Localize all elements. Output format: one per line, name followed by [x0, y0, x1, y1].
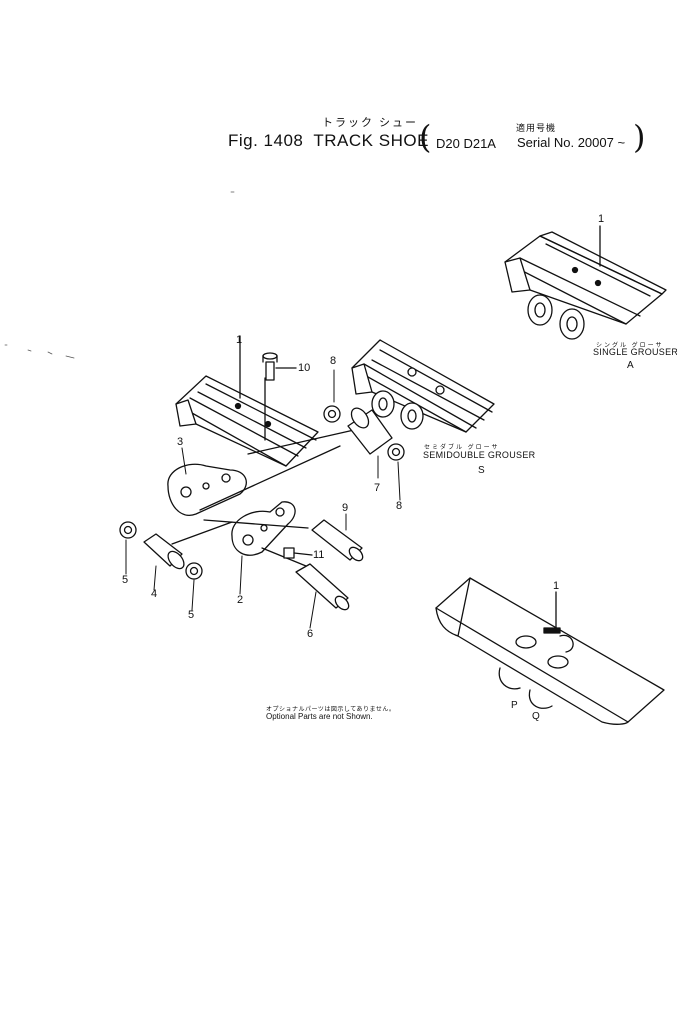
flat-shoe-code-q: Q — [532, 711, 540, 722]
callout-leaders — [125, 369, 401, 629]
note-japanese: オプショナルパーツは図示してありません。 — [266, 707, 396, 713]
callout-1-single: 1 — [598, 213, 605, 225]
callout-3: 3 — [177, 436, 184, 448]
figure-title: Fig. 1408 TRACK SHOE — [228, 131, 439, 151]
seal-8-lower — [387, 443, 405, 461]
serial-japanese: 適用号機 — [516, 123, 557, 133]
bolt-part — [262, 352, 297, 381]
semidouble-grouser-shoe — [351, 339, 495, 433]
callout-5-right: 5 — [188, 609, 195, 621]
track-shoe-plate — [175, 335, 319, 467]
flat-shoe — [435, 577, 665, 725]
note-english: Optional Parts are not Shown. — [266, 712, 373, 721]
single-grouser-label: SINGLE GROUSER — [593, 347, 677, 357]
flat-shoe-code-p: P — [511, 700, 518, 711]
callout-8-upper: 8 — [330, 355, 337, 367]
callout-10: 10 — [298, 362, 311, 374]
bushing-4 — [143, 533, 185, 570]
callout-1-flat: 1 — [553, 580, 560, 592]
pin-9 — [311, 519, 364, 562]
nut-11 — [283, 547, 313, 559]
single-grouser-code: A — [627, 360, 634, 371]
title-japanese: トラック シュー — [322, 117, 419, 129]
model-list: D20 D21A — [436, 136, 496, 151]
single-grouser-jp: シングル グローサ — [596, 343, 664, 349]
seal-8-upper — [323, 405, 341, 423]
close-paren: ) — [633, 118, 646, 156]
assembly-lines — [171, 429, 355, 567]
callout-8-lower: 8 — [396, 500, 403, 512]
link-right — [167, 463, 247, 516]
open-paren: ( — [419, 118, 432, 156]
seal-5-right — [185, 562, 203, 580]
callout-2: 2 — [237, 594, 244, 606]
callout-6: 6 — [307, 628, 314, 640]
semidouble-grouser-label: SEMIDOUBLE GROUSER — [423, 450, 536, 460]
semidouble-grouser-code: S — [478, 465, 485, 476]
callout-11: 11 — [313, 549, 325, 561]
callout-7: 7 — [374, 482, 381, 494]
seal-5-left — [119, 521, 137, 539]
scan-marks — [4, 191, 235, 359]
bushing-7 — [347, 407, 393, 455]
serial-range: Serial No. 20007 ~ — [517, 135, 626, 150]
callout-9: 9 — [342, 502, 349, 514]
single-grouser-shoe — [504, 225, 667, 340]
semidouble-grouser-jp: セミダブル グローサ — [424, 445, 500, 451]
part-group-name: TRACK SHOE — [313, 131, 429, 150]
figure-number: Fig. 1408 — [228, 131, 304, 150]
callout-5-left: 5 — [122, 574, 129, 586]
callout-4: 4 — [151, 588, 158, 600]
callout-1-shoe: 1 — [236, 334, 243, 346]
link-left — [231, 501, 296, 556]
pin-6 — [295, 563, 350, 611]
